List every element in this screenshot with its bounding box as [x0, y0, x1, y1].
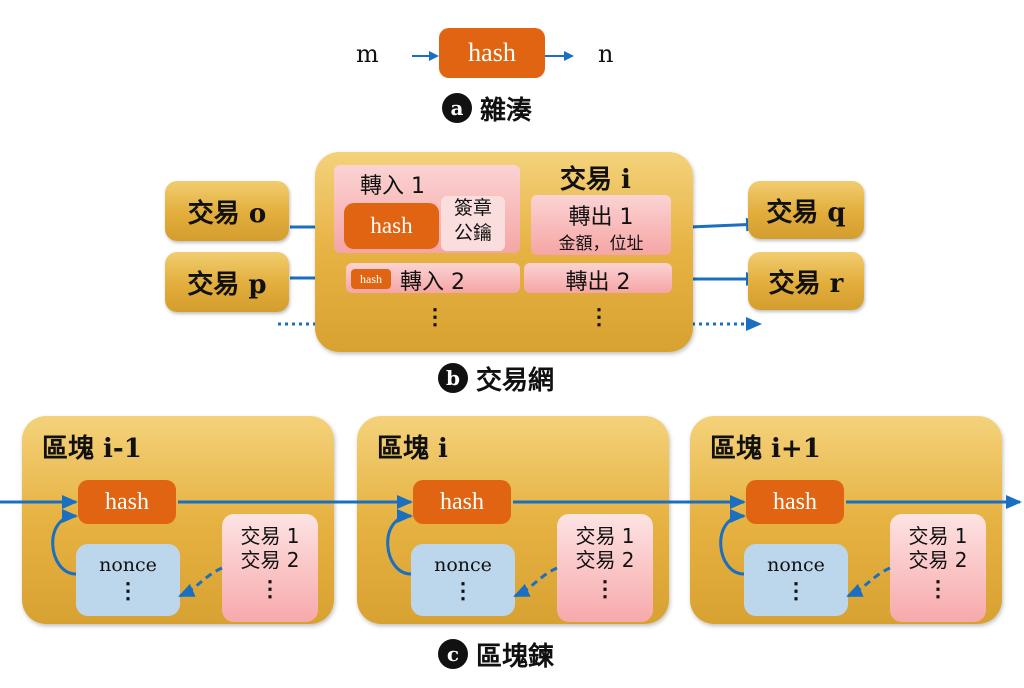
badge-a: a	[442, 93, 472, 123]
tx-ellipsis: ⋮	[594, 576, 616, 602]
caption-c-text: 區塊鍊	[476, 641, 555, 672]
output2-panel	[524, 263, 672, 293]
badge-b: b	[438, 363, 468, 393]
nonce-label: nonce	[99, 554, 157, 576]
block-hash: hash	[78, 480, 176, 524]
tx-box-o: 交易 o	[165, 181, 289, 241]
block-tx2: 交易 2	[908, 548, 968, 572]
tx-box-r: 交易 r	[748, 252, 864, 310]
nonce-label: nonce	[767, 554, 825, 576]
output1-label: 轉出 1	[568, 205, 634, 230]
signature-pubkey: 簽章 公鑰	[441, 196, 505, 251]
hash-output-n: n	[598, 40, 614, 68]
input-ellipsis: ⋮	[424, 304, 446, 330]
transaction-i-title: 交易 i	[560, 165, 631, 195]
block-title: 區塊 i+1	[710, 434, 821, 464]
output1-panel	[531, 195, 671, 255]
input1-label: 轉入 1	[360, 174, 425, 199]
block-hash: hash	[413, 480, 511, 524]
input2-label: 轉入 2	[400, 270, 465, 295]
signature-label: 簽章	[453, 197, 492, 219]
block-tx1: 交易 1	[240, 524, 300, 548]
caption-b: b 交易網	[438, 360, 554, 396]
nonce-loop-arrow	[386, 509, 413, 576]
nonce-loop-arrow	[51, 509, 78, 576]
block-tx2: 交易 2	[240, 548, 300, 572]
block-tx1: 交易 1	[575, 524, 635, 548]
tx-to-nonce-arrow	[178, 566, 223, 598]
output1-detail: 金額，位址	[558, 234, 644, 254]
block-nonce: nonce ⋮	[411, 544, 515, 616]
caption-a-text: 雜湊	[480, 95, 533, 126]
block-nonce: nonce ⋮	[744, 544, 848, 616]
hash-box: hash	[439, 28, 545, 78]
caption-a: a 雜湊	[442, 90, 532, 126]
tx-to-nonce-arrow	[846, 566, 891, 598]
caption-c: c 區塊鍊	[438, 636, 554, 672]
caption-b-text: 交易網	[476, 365, 555, 396]
tx-to-nonce-arrow	[513, 566, 558, 598]
input2-small-hash: hash	[351, 269, 391, 289]
tx-ellipsis: ⋮	[927, 576, 949, 602]
block-title: 區塊 i-1	[42, 434, 142, 464]
input1-hash: hash	[344, 203, 439, 249]
block-title: 區塊 i	[377, 434, 448, 464]
tx-box-q: 交易 q	[748, 181, 864, 239]
public-key-label: 公鑰	[453, 222, 492, 244]
block-tx2: 交易 2	[575, 548, 635, 572]
output-ellipsis: ⋮	[588, 304, 610, 330]
hash-input-m: m	[356, 40, 379, 68]
nonce-ellipsis: ⋮	[785, 578, 807, 604]
block-transactions: 交易 1 交易 2 ⋮	[890, 514, 986, 622]
block-tx1: 交易 1	[908, 524, 968, 548]
nonce-loop-arrow	[719, 509, 746, 576]
block-nonce: nonce ⋮	[76, 544, 180, 616]
output2-label: 轉出 2	[565, 270, 631, 295]
nonce-ellipsis: ⋮	[117, 578, 139, 604]
block-transactions: 交易 1 交易 2 ⋮	[557, 514, 653, 622]
badge-c: c	[438, 639, 468, 669]
nonce-ellipsis: ⋮	[452, 578, 474, 604]
block-hash: hash	[746, 480, 844, 524]
tx-box-p: 交易 p	[165, 252, 289, 312]
nonce-label: nonce	[434, 554, 492, 576]
tx-ellipsis: ⋮	[259, 576, 281, 602]
block-transactions: 交易 1 交易 2 ⋮	[222, 514, 318, 622]
